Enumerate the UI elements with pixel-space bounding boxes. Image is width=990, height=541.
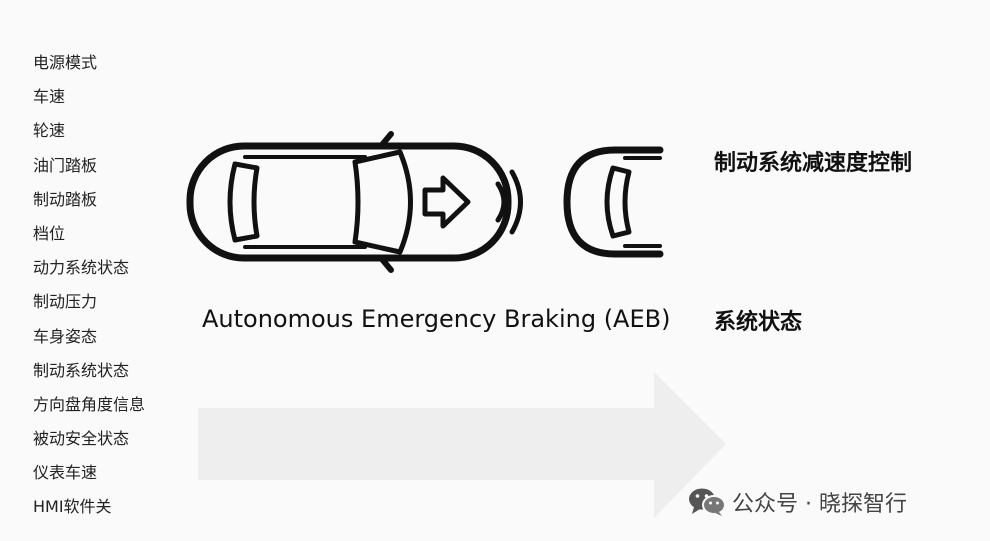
input-signal-item: 档位 <box>33 223 66 243</box>
input-signal-item: HMI软件关 <box>33 497 112 517</box>
input-signal-item: 车速 <box>33 87 66 107</box>
aeb-title: Autonomous Emergency Braking (AEB) <box>202 305 671 333</box>
input-signal-item: 车身姿态 <box>33 326 98 346</box>
input-signal-item: 轮速 <box>33 121 66 141</box>
input-signal-item: 油门踏板 <box>33 155 98 175</box>
input-signal-item: 电源模式 <box>33 53 98 72</box>
signal-waves-icon <box>495 169 523 235</box>
input-signal-item: 仪表车速 <box>33 463 98 483</box>
ego-car-icon <box>186 131 512 273</box>
input-signal-item: 动力系统状态 <box>33 258 130 278</box>
output-label-system-status: 系统状态 <box>714 310 803 335</box>
watermark: 公众号 · 晓探智行 <box>688 486 907 518</box>
input-signal-item: 制动压力 <box>33 292 98 312</box>
input-signal-item: 制动踏板 <box>33 189 98 209</box>
watermark-text: 公众号 · 晓探智行 <box>732 492 907 517</box>
aeb-scene-illustration <box>186 131 664 273</box>
flow-arrow <box>198 372 726 518</box>
input-signal-item: 方向盘角度信息 <box>33 394 146 414</box>
input-signal-list: 电源模式 车速 轮速 油门踏板 制动踏板 档位 动力系统状态 制动压力 车身姿态… <box>33 50 145 529</box>
input-signal-item: 制动系统状态 <box>33 360 130 380</box>
front-car-icon <box>563 146 664 258</box>
input-signal-item: 被动安全状态 <box>33 429 130 449</box>
wechat-icon <box>689 488 726 516</box>
output-label-deceleration-control: 制动系统减速度控制 <box>714 151 913 176</box>
